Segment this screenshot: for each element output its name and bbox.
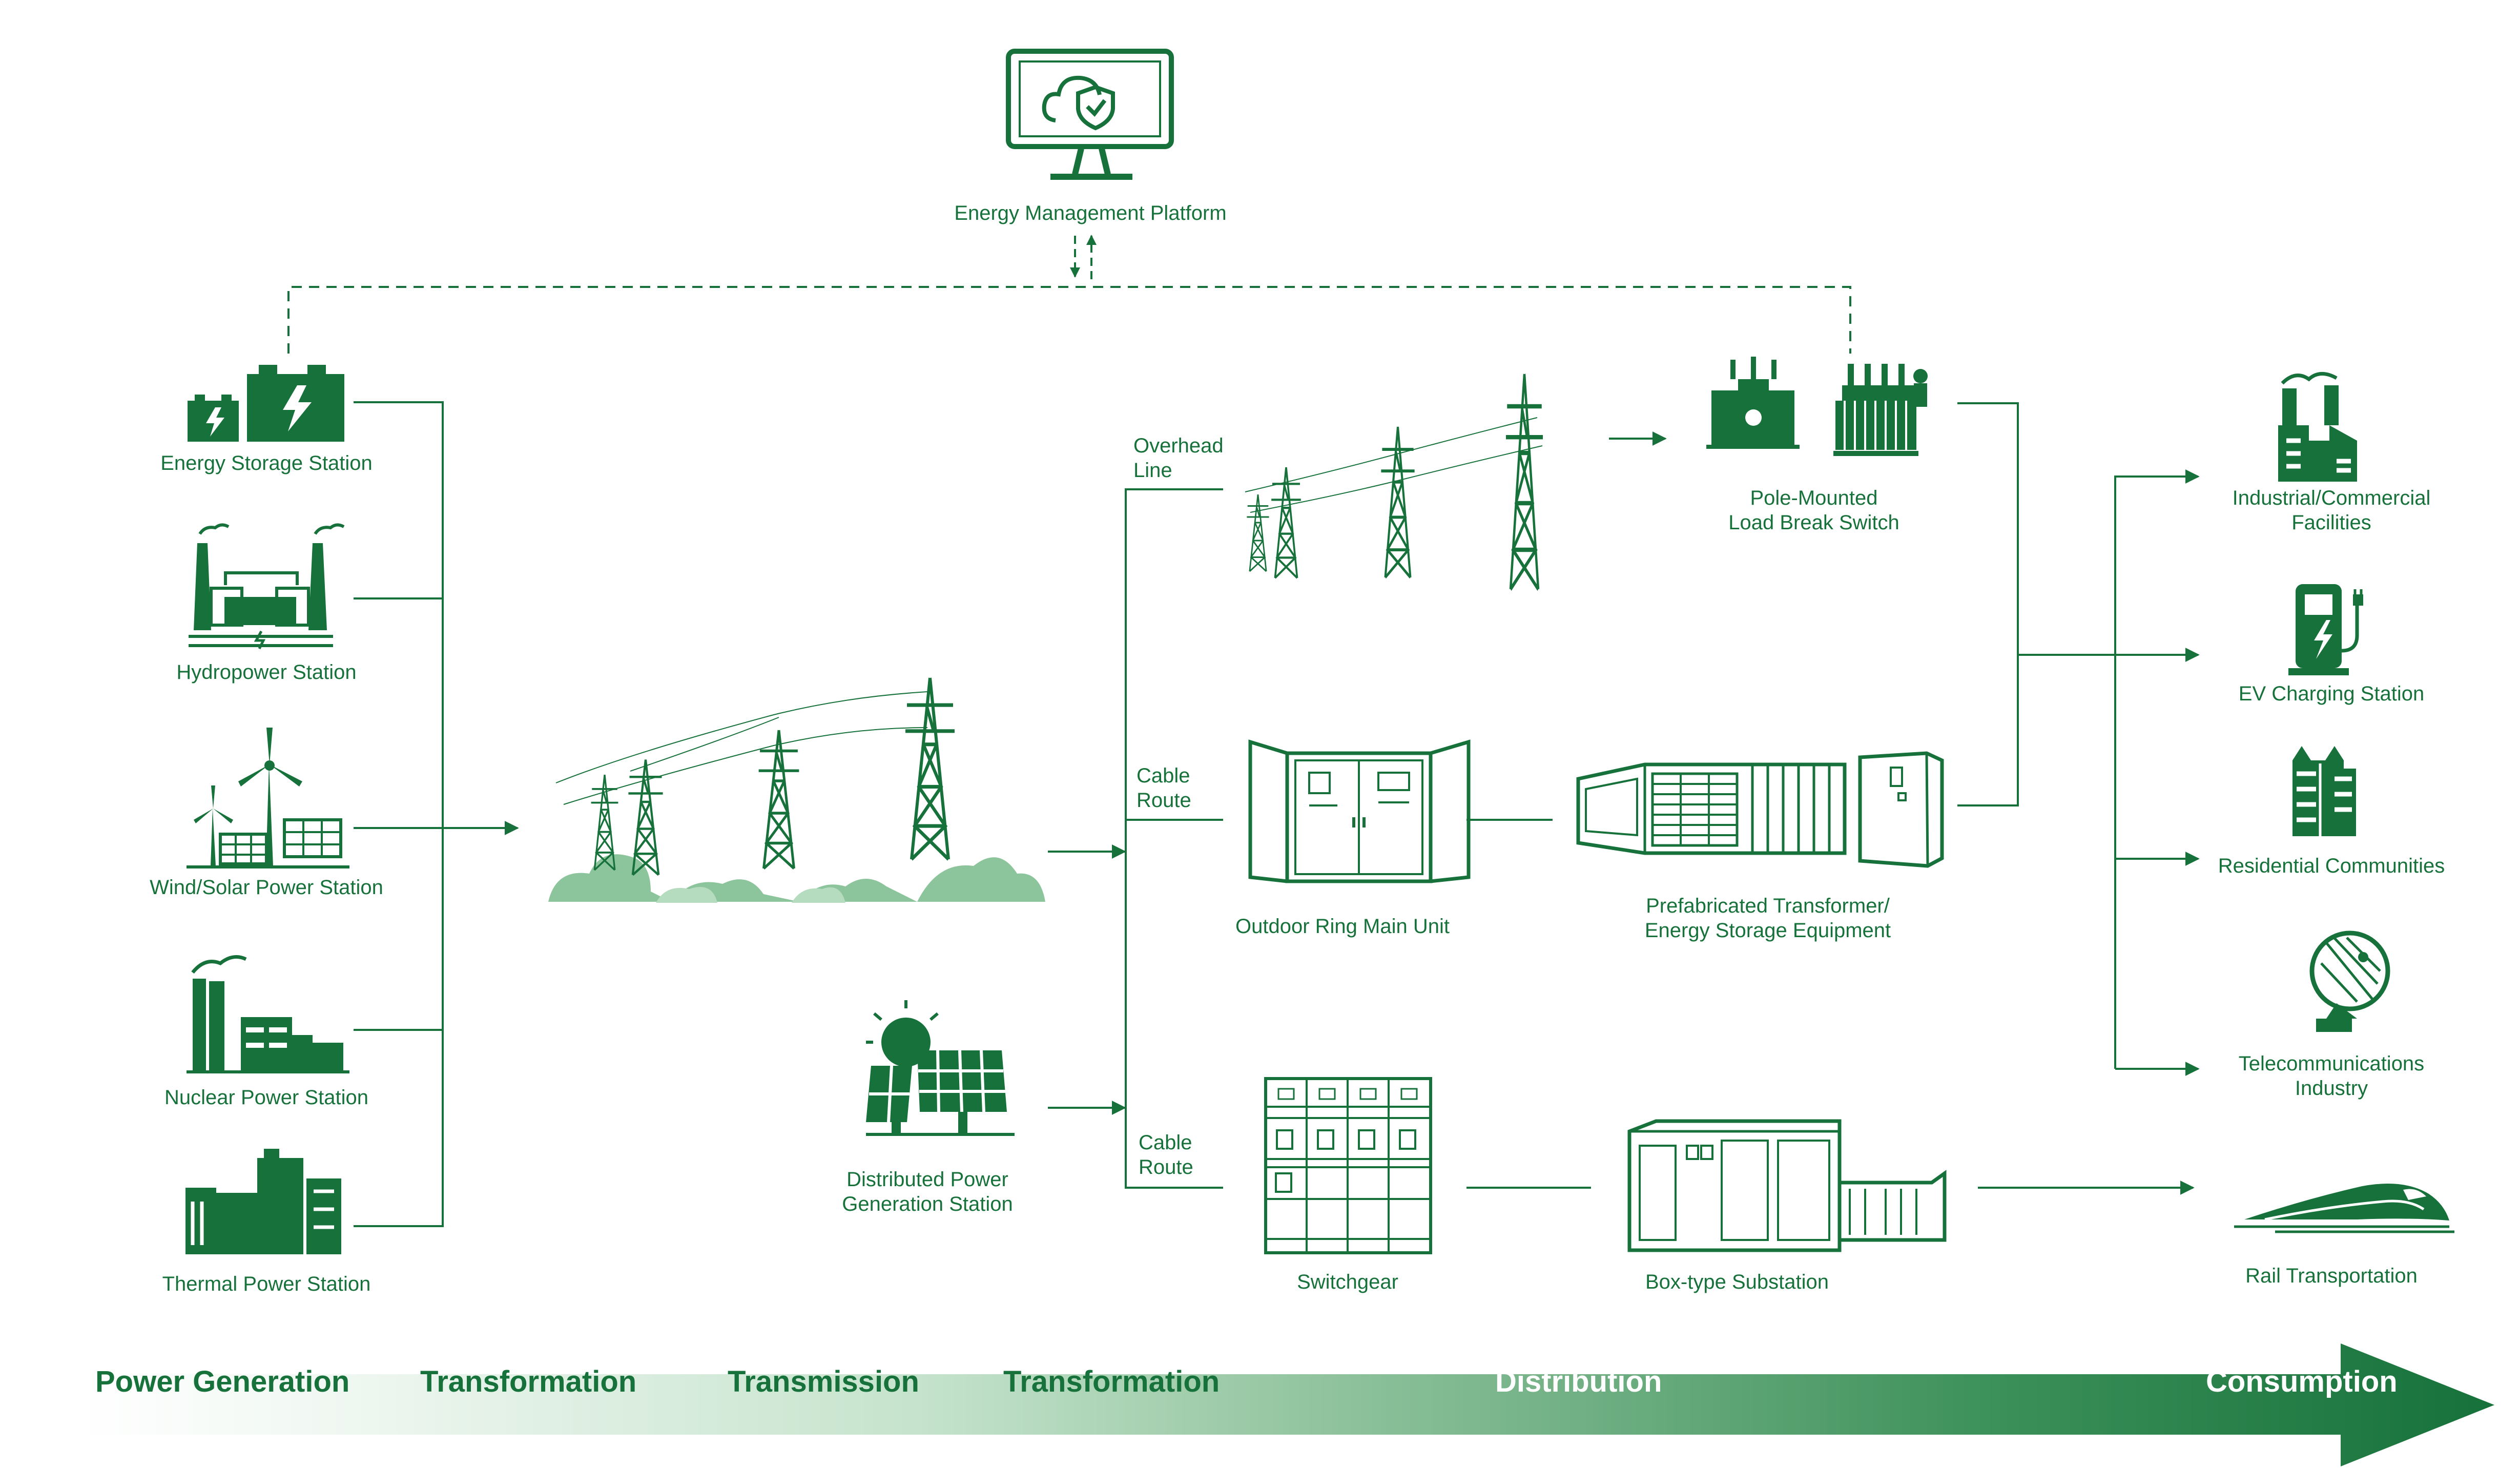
switch-label-line2: Load Break Switch: [1728, 511, 1899, 534]
platform-label: Energy Management Platform: [954, 202, 1227, 224]
stage-transformation: Transformation: [420, 1365, 637, 1398]
high-speed-train-icon: [2234, 1184, 2454, 1233]
pylon-icon: [905, 678, 955, 859]
ev-charger-icon: [2288, 584, 2363, 675]
stage-transmission: Transmission: [728, 1365, 919, 1398]
pylon-icon: [1381, 427, 1414, 577]
pylon-icon: [590, 774, 619, 871]
distributed-label-line2: Generation Station: [842, 1193, 1013, 1215]
satellite-dish-icon: [2309, 930, 2390, 1032]
stage-distribution: Distribution: [1495, 1365, 1662, 1398]
cable-route-label-line2: Route: [1137, 789, 1191, 812]
switchgear-icon: [1264, 1077, 1432, 1254]
wind-solar-label: Wind/Solar Power Station: [150, 876, 383, 899]
factory-icon: [2278, 372, 2357, 482]
prefab-container-icon: [1576, 751, 1944, 868]
pylon-icon: [1271, 467, 1301, 578]
overhead-label-line1: Overhead: [1133, 435, 1224, 457]
ring-main-unit-icon: [1248, 739, 1471, 883]
switch-label-line1: Pole-Mounted: [1750, 487, 1878, 509]
prefab-label-line2: Energy Storage Equipment: [1644, 919, 1891, 942]
distributed-label-line1: Distributed Power: [846, 1168, 1008, 1191]
connector-lines: [287, 235, 2200, 1227]
thermal-icon: [185, 1149, 341, 1254]
telecom-label: Telecommunications Industry: [2188, 1051, 2475, 1101]
stage-power-generation: Power Generation: [95, 1365, 350, 1398]
residential-label: Residential Communities: [2218, 855, 2445, 877]
thermal-label: Thermal Power Station: [162, 1273, 371, 1295]
energy-storage-label: Energy Storage Station: [160, 452, 373, 474]
box-substation-icon: [1627, 1119, 1947, 1252]
load-break-switch-icon: [1706, 357, 1928, 456]
cable-route-label: Cable Route: [1137, 763, 1191, 813]
wind-solar-icon: [187, 728, 349, 868]
overhead-line-label: Overhead Line: [1133, 433, 1224, 483]
solar-panel-icon: [866, 1000, 1015, 1136]
pylon-icon: [628, 760, 663, 875]
industrial-label: Industrial/Commercial Facilities: [2188, 486, 2475, 535]
rail-label: Rail Transportation: [2245, 1265, 2418, 1287]
nuclear-icon: [187, 955, 349, 1073]
overhead-label-line2: Line: [1133, 459, 1172, 482]
management-dashed-link: [287, 286, 1851, 354]
ev-charging-label: EV Charging Station: [2238, 682, 2425, 705]
switchgear-label: Switchgear: [1297, 1271, 1398, 1293]
overhead-line-icon: [1245, 374, 1543, 589]
process-flow-arrow: [77, 1343, 2494, 1466]
distributed-generation-label: Distributed Power Generation Station: [799, 1167, 1056, 1216]
telecom-label-line1: Telecommunications: [2238, 1052, 2425, 1075]
industrial-label-line1: Industrial/Commercial: [2232, 487, 2431, 509]
stage-transformation: Transformation: [1003, 1365, 1220, 1398]
residential-buildings-icon: [2292, 746, 2356, 836]
generation-bus: [354, 401, 444, 1227]
equipment-collector: [1957, 402, 2019, 806]
monitor-icon: [1006, 49, 1174, 180]
cable-route-label-line2: Route: [1139, 1156, 1193, 1178]
hydropower-label: Hydropower Station: [176, 661, 357, 684]
distribution-bus: [1125, 488, 1223, 1189]
cable-route-label-line1: Cable: [1139, 1131, 1192, 1154]
telecom-label-line2: Industry: [2295, 1077, 2368, 1100]
pylon-icon: [1246, 493, 1270, 572]
to-industrial-arrow: [2114, 469, 2200, 1069]
load-break-switch-label: Pole-Mounted Load Break Switch: [1691, 486, 1937, 535]
cloud-shield-icon: [1042, 75, 1115, 131]
cable-route-label-line1: Cable: [1137, 764, 1190, 787]
box-substation-label: Box-type Substation: [1645, 1271, 1829, 1293]
energy-storage-icon: [188, 365, 344, 442]
industrial-label-line2: Facilities: [2291, 511, 2371, 534]
cable-route-label: Cable Route: [1139, 1130, 1193, 1180]
stage-consumption: Consumption: [2206, 1365, 2398, 1398]
pylon-icon: [759, 730, 799, 868]
hydropower-icon: [189, 523, 345, 650]
nuclear-label: Nuclear Power Station: [164, 1086, 368, 1109]
prefab-equipment-label: Prefabricated Transformer/ Energy Storag…: [1609, 894, 1927, 943]
pylon-icon: [1506, 374, 1543, 589]
prefab-label-line1: Prefabricated Transformer/: [1646, 895, 1890, 917]
transmission-towers-icon: [548, 678, 1045, 903]
ring-main-unit-label: Outdoor Ring Main Unit: [1235, 915, 1450, 938]
